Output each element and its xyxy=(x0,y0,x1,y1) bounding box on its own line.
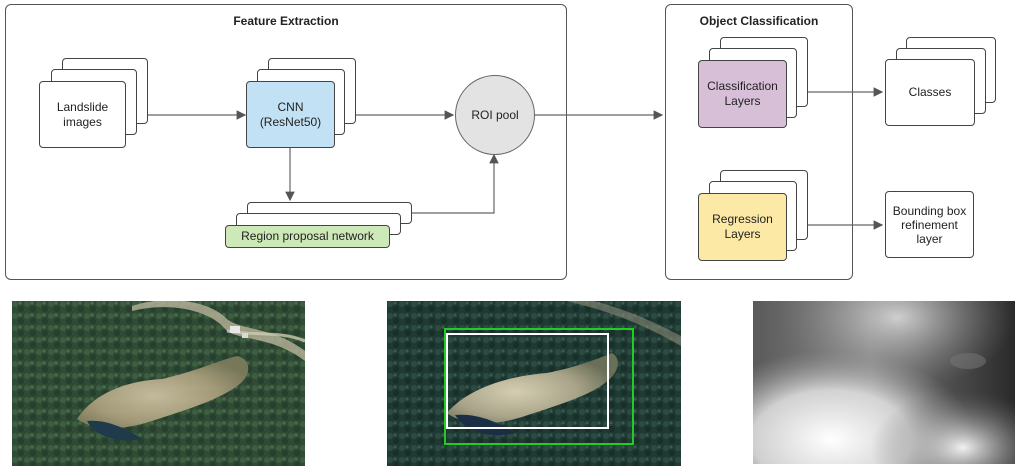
depth-map xyxy=(753,301,1015,464)
bbox-refinement-label: Bounding box refinement layer xyxy=(892,203,967,246)
classification-layers-node: Classification Layers xyxy=(698,60,787,128)
roi-pool-label: ROI pool xyxy=(471,108,519,122)
feature-extraction-title: Feature Extraction xyxy=(233,14,339,28)
cnn-node: CNN (ResNet50) xyxy=(246,81,335,148)
bbox-refinement-node: Bounding box refinement layer xyxy=(885,191,974,258)
detection-photo xyxy=(387,301,681,466)
cnn-label: CNN (ResNet50) xyxy=(259,99,322,129)
inner-bounding-box xyxy=(446,333,609,429)
landslide-images-label: Landslide images xyxy=(56,99,109,129)
rpn-label: Region proposal network xyxy=(241,229,374,243)
roi-pool-node: ROI pool xyxy=(455,75,535,155)
classes-node: Classes xyxy=(885,59,975,126)
classification-layers-label: Classification Layers xyxy=(707,79,778,108)
satellite-photo xyxy=(12,301,305,466)
landslide-images-node: Landslide images xyxy=(39,81,126,148)
regression-layers-label: Regression Layers xyxy=(712,212,773,241)
rpn-node: Region proposal network xyxy=(225,225,390,248)
regression-layers-node: Regression Layers xyxy=(698,193,787,261)
classes-label: Classes xyxy=(908,85,952,99)
outer-bounding-box xyxy=(444,328,634,445)
arrow-rpn-to-roi xyxy=(412,153,499,214)
object-classification-title: Object Classification xyxy=(699,14,819,28)
